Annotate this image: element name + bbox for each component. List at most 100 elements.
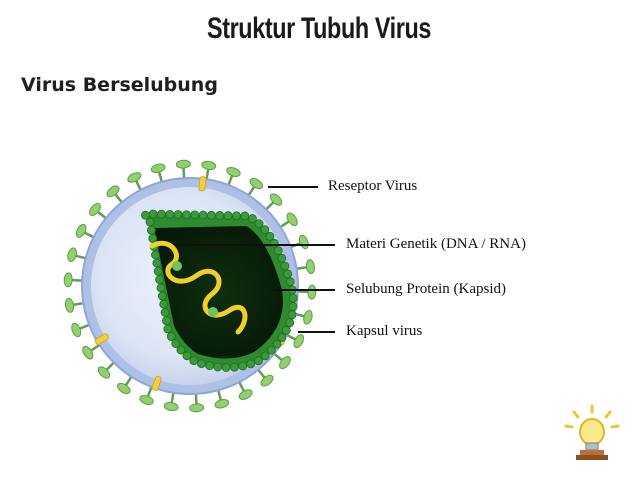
- capsomer: [171, 339, 181, 348]
- receptor-head: [201, 160, 217, 171]
- capsomer: [162, 316, 171, 326]
- capsomer: [223, 211, 233, 220]
- capsomer: [163, 324, 173, 334]
- capsomer: [153, 266, 163, 276]
- receptor-head: [139, 395, 154, 405]
- capsomer: [156, 283, 166, 293]
- capsomer: [273, 246, 283, 256]
- capsomer: [283, 269, 293, 279]
- capsomer: [246, 359, 256, 369]
- receptor-head: [71, 322, 82, 338]
- capsomer: [182, 351, 192, 361]
- capsomer: [141, 210, 150, 220]
- receptor-head: [117, 382, 131, 395]
- capsomer: [155, 275, 164, 284]
- label-capsule: Kapsul virus: [346, 323, 423, 339]
- capsomer: [269, 238, 279, 248]
- capsomer: [281, 325, 291, 335]
- capsomer: [146, 225, 156, 235]
- capsomer: [213, 362, 223, 372]
- receptor-head: [293, 334, 305, 349]
- receptor-head: [226, 167, 241, 177]
- capsomer: [157, 291, 167, 301]
- receptor-head: [269, 193, 283, 206]
- receptor-head: [305, 259, 316, 275]
- capsomer: [260, 225, 270, 235]
- capsomer: [272, 339, 282, 349]
- label-genetic-material: Materi Genetik (DNA / RNA): [346, 236, 526, 252]
- capsomer: [277, 253, 287, 263]
- capsomer: [248, 214, 257, 223]
- page-title: Struktur Tubuh Virus: [206, 12, 432, 45]
- capsomer: [151, 250, 160, 260]
- capsomer: [182, 210, 191, 220]
- receptor-head: [63, 272, 73, 288]
- capsomer: [207, 210, 216, 220]
- capsomer: [280, 261, 290, 271]
- receptor-head: [260, 374, 274, 387]
- capsomer: [176, 345, 186, 355]
- capsomer: [266, 345, 276, 355]
- receptor-head: [189, 403, 205, 413]
- genetic-material: [149, 240, 248, 335]
- capsomer: [166, 332, 176, 341]
- receptor-head: [67, 247, 77, 263]
- capsomer: [148, 234, 158, 243]
- capsomer: [173, 210, 183, 219]
- capsomer: [277, 333, 287, 342]
- capsomer: [285, 277, 295, 287]
- capsomer: [189, 356, 199, 366]
- receptor-head: [106, 185, 120, 198]
- capsid: [145, 213, 294, 368]
- receptor-head: [307, 284, 317, 300]
- capsomer: [238, 361, 248, 371]
- capsomer: [215, 211, 225, 220]
- capsomer: [157, 209, 166, 219]
- receptor-head: [163, 401, 179, 412]
- receptor-head: [214, 398, 230, 409]
- capsomer: [254, 219, 264, 229]
- capsomer: [287, 310, 297, 320]
- capsomer: [152, 258, 162, 268]
- capsomer: [160, 308, 170, 317]
- capsomer: [230, 362, 239, 372]
- receptor-head: [127, 172, 142, 183]
- capsomer: [165, 209, 175, 219]
- capsomer: [240, 211, 250, 221]
- receptor-head: [75, 223, 87, 238]
- capsomer: [197, 359, 206, 369]
- receptor-head: [175, 159, 191, 169]
- receptor-head: [89, 202, 101, 216]
- receptor-head: [249, 177, 263, 190]
- capsomer: [254, 356, 263, 366]
- capsomer: [260, 351, 270, 361]
- capsomer: [285, 318, 295, 328]
- receptor-head: [286, 212, 298, 227]
- capsomer: [265, 231, 275, 241]
- membrane-protein: [198, 176, 207, 192]
- membrane-protein: [94, 333, 109, 345]
- capsomer: [288, 293, 298, 303]
- nucleoprotein-dot: [208, 307, 218, 317]
- lightbulb-icon: [564, 404, 620, 460]
- receptor-head: [97, 366, 111, 379]
- capsomer: [159, 299, 169, 309]
- capsomer: [190, 210, 200, 220]
- receptor-head: [298, 234, 309, 250]
- capsomer: [288, 302, 298, 311]
- receptor-head: [150, 163, 166, 174]
- membrane-protein: [151, 376, 162, 391]
- capsomer: [221, 363, 231, 372]
- capsomer: [232, 211, 241, 221]
- receptor-head: [279, 356, 291, 370]
- receptor-head: [303, 309, 313, 325]
- capsomer: [198, 210, 208, 220]
- capsomer: [205, 361, 214, 371]
- section-heading: Virus Berselubung: [21, 74, 218, 96]
- capsomer: [145, 217, 155, 227]
- capsomer: [148, 209, 158, 219]
- receptor-head: [82, 345, 94, 360]
- nucleoprotein-dot: [172, 261, 182, 271]
- label-receptor: Reseptor Virus: [328, 178, 418, 194]
